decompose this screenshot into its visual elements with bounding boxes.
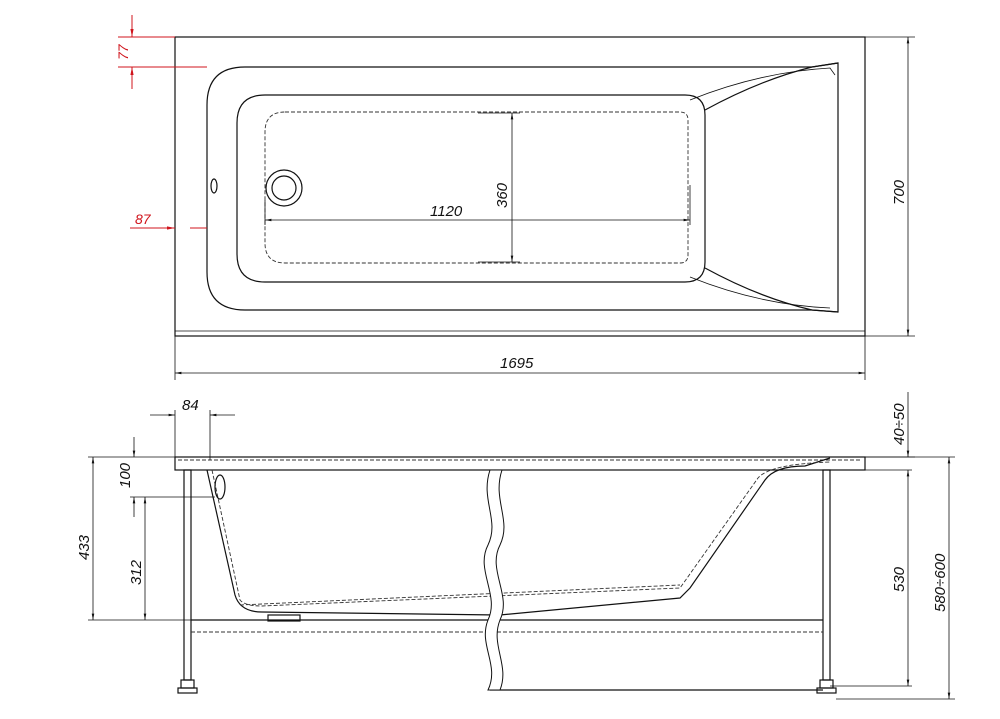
rim-side [174, 456, 866, 471]
drain-icon [265, 169, 303, 207]
rim-inner-edge [206, 62, 839, 313]
dim-1695: 1695 [500, 355, 534, 372]
basin-bottom [264, 111, 689, 264]
break-line [483, 469, 505, 691]
basin-outline [236, 94, 706, 283]
backrest-slope [704, 62, 839, 313]
dim-530: 530 [891, 566, 908, 592]
overflow-icon [210, 178, 218, 194]
dim-433: 433 [76, 534, 93, 560]
backrest-lines [689, 67, 836, 309]
dim-40-50: 40÷50 [891, 403, 908, 445]
dim-360: 360 [494, 182, 511, 208]
drain-side-icon [267, 614, 301, 622]
drain-inner [271, 175, 297, 201]
dim-312: 312 [128, 559, 145, 585]
overflow-side-icon [214, 474, 226, 500]
leg-right [822, 469, 831, 681]
dim-1120: 1120 [430, 203, 463, 220]
dim-580-600: 580÷600 [932, 553, 949, 612]
dim-77: 77 [115, 43, 131, 60]
side-view: 84 100 433 312 40÷50 530 580÷600 [76, 392, 955, 700]
dim-700: 700 [891, 179, 908, 205]
dim-100: 100 [117, 462, 134, 488]
leg-left [183, 469, 192, 681]
leg-foot-right [819, 679, 834, 689]
tub-outline-top [174, 36, 866, 337]
basin-profile [206, 457, 831, 616]
leg-foot-left [180, 679, 195, 689]
top-view: 77 87 1120 360 700 1695 [115, 15, 915, 380]
dim-87: 87 [135, 211, 152, 227]
dim-84: 84 [182, 397, 199, 414]
